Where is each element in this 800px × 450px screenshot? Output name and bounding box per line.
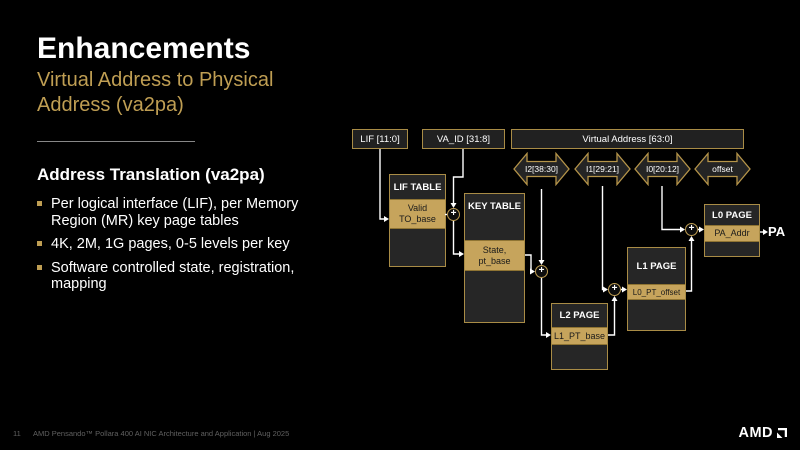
bullet-text: 4K, 2M, 1G pages, 0-5 levels per key <box>51 236 290 252</box>
bullet-text: Software controlled state, registration,… <box>51 259 295 293</box>
bullet-text: Per logical interface (LIF), per Memory … <box>51 196 299 229</box>
page-number: 11 <box>13 429 21 438</box>
table-entry: Valid TO_base <box>390 199 445 229</box>
table-body <box>552 345 607 369</box>
double-arrow-icon <box>694 152 751 186</box>
footer-text: AMD Pensando™ Pollara 400 AI NIC Archite… <box>33 429 290 438</box>
index-arrow-i0: I0[20:12] <box>634 152 691 186</box>
bullet-list: Per logical interface (LIF), per Memory … <box>37 196 337 300</box>
table-title: KEY TABLE <box>468 201 521 212</box>
l0-page-box: L0 PAGE PA_Addr <box>704 204 760 257</box>
field-box-virtual-address: Virtual Address [63:0] <box>511 129 744 149</box>
field-box-va-id: VA_ID [31:8] <box>422 129 505 149</box>
amd-logo: AMD <box>738 425 788 441</box>
bullet-square-icon <box>37 241 42 246</box>
bullet-square-icon <box>37 201 42 206</box>
divider-line <box>37 141 195 142</box>
double-arrow-icon <box>513 152 570 186</box>
index-arrow-label: I2[38:30] <box>524 164 559 174</box>
adder-node: + <box>447 208 460 221</box>
pa-output-label: PA <box>768 224 786 239</box>
section-heading: Address Translation (va2pa) <box>37 165 265 184</box>
double-arrow-icon <box>574 152 631 186</box>
bullet-item: Per logical interface (LIF), per Memory … <box>37 196 337 229</box>
table-title: L0 PAGE <box>712 209 752 221</box>
l2-page-box: L2 PAGE L1_PT_base <box>551 303 608 370</box>
adder-node: + <box>685 223 698 236</box>
l1-page-box: L1 PAGE L0_PT_offset <box>627 247 686 331</box>
index-arrow-i2: I2[38:30] <box>513 152 570 186</box>
key-table-box: KEY TABLE State, pt_base <box>464 193 525 323</box>
table-title: LIF TABLE <box>393 181 442 193</box>
amd-arrow-icon <box>777 428 787 438</box>
table-title: L2 PAGE <box>559 310 600 321</box>
index-arrow-offset: offset <box>694 152 751 186</box>
adder-node: + <box>535 265 548 278</box>
slide-title: Enhancements <box>37 32 251 65</box>
table-title: L1 PAGE <box>636 260 677 272</box>
bullet-item: Software controlled state, registration,… <box>37 260 337 293</box>
lif-table-box: LIF TABLE Valid TO_base <box>389 174 446 267</box>
slide-subtitle: Virtual Address to Physical Address (va2… <box>37 69 274 116</box>
table-body <box>465 271 524 322</box>
double-arrow-icon <box>634 152 691 186</box>
index-arrow-label: offset <box>712 164 733 174</box>
adder-node: + <box>608 283 621 296</box>
bullet-square-icon <box>37 264 42 270</box>
table-entry: L1_PT_base <box>552 327 607 345</box>
table-entry: State, pt_base <box>465 240 524 271</box>
table-entry: L0_PT_offset <box>628 284 685 300</box>
table-body <box>390 229 445 266</box>
table-body <box>628 300 685 330</box>
index-arrow-label: I1[29:21] <box>585 164 620 174</box>
bullet-item: 4K, 2M, 1G pages, 0-5 levels per key <box>37 236 337 253</box>
index-arrow-i1: I1[29:21] <box>574 152 631 186</box>
amd-logo-text: AMD <box>738 425 773 441</box>
index-arrow-label: I0[20:12] <box>645 164 680 174</box>
field-box-lif: LIF [11:0] <box>352 129 408 149</box>
table-body <box>705 242 759 256</box>
table-entry: PA_Addr <box>705 225 759 242</box>
